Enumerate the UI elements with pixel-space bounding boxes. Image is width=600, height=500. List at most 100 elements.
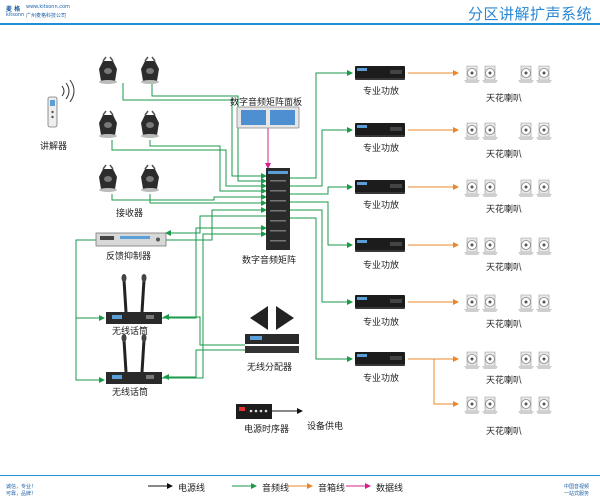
audio-line bbox=[111, 140, 267, 189]
footer-left-line1: 诚信，专业！ bbox=[6, 484, 37, 490]
feedback-suppressor-icon bbox=[95, 232, 167, 247]
speaker-icon bbox=[535, 122, 553, 141]
footer-right-line1: 中国音视频 bbox=[564, 484, 590, 490]
antenna-distributor-label: 无线分配器 bbox=[247, 363, 293, 373]
wireless-mic-label: 无线话筒 bbox=[112, 388, 149, 398]
audio-line bbox=[151, 83, 267, 184]
speaker-icon bbox=[463, 122, 481, 141]
audio-line bbox=[122, 83, 267, 179]
logo-company: 广州麦格科技公司 bbox=[26, 13, 67, 19]
company-logo: 麦 格 kitsonn www.kitsonn.com 广州麦格科技公司 bbox=[6, 4, 76, 22]
audio-line bbox=[166, 207, 267, 241]
ceiling-speaker-label: 天花喇叭 bbox=[486, 94, 523, 104]
ceiling-speaker-label: 天花喇叭 bbox=[486, 427, 523, 437]
amplifier-label: 专业功放 bbox=[363, 374, 400, 384]
speaker-icon bbox=[481, 237, 499, 256]
receiver-icon bbox=[98, 56, 118, 85]
speaker-icon bbox=[463, 179, 481, 198]
wireless-mic-icon bbox=[104, 272, 164, 326]
speaker-icon bbox=[463, 396, 481, 415]
audio-line bbox=[162, 225, 267, 319]
amplifier-label: 专业功放 bbox=[363, 87, 400, 97]
speaker-icon bbox=[517, 351, 535, 370]
speaker-icon bbox=[517, 65, 535, 84]
speaker-icon bbox=[535, 351, 553, 370]
speaker-icon bbox=[535, 396, 553, 415]
matrix-icon bbox=[266, 168, 290, 250]
ceiling-speaker-label: 天花喇叭 bbox=[486, 376, 523, 386]
footer-rule bbox=[0, 475, 600, 476]
power-sequencer-icon bbox=[236, 404, 272, 419]
receiver-icon bbox=[98, 164, 118, 193]
audio-line bbox=[163, 349, 245, 380]
audio-line bbox=[290, 201, 353, 248]
speaker-icon bbox=[481, 396, 499, 415]
speaker-icon bbox=[535, 65, 553, 84]
matrix-panel-label: 数字音频矩阵面板 bbox=[230, 98, 303, 108]
speaker-icon bbox=[517, 237, 535, 256]
speaker-icon bbox=[481, 294, 499, 313]
amplifier-label: 专业功放 bbox=[363, 201, 400, 211]
amplifier-label: 专业功放 bbox=[363, 318, 400, 328]
speaker-icon bbox=[481, 179, 499, 198]
speaker-icon bbox=[535, 179, 553, 198]
speaker-icon bbox=[517, 122, 535, 141]
logo-brand: kitsonn bbox=[6, 12, 25, 18]
speaker-icon bbox=[463, 294, 481, 313]
legend-speaker-label: 音箱线 bbox=[318, 484, 346, 494]
speaker-icon bbox=[517, 294, 535, 313]
speaker-line bbox=[433, 359, 459, 407]
ceiling-speaker-label: 天花喇叭 bbox=[486, 150, 523, 160]
speaker-icon bbox=[517, 179, 535, 198]
audio-line bbox=[165, 215, 266, 236]
matrix-label: 数字音频矩阵 bbox=[242, 256, 297, 266]
speaker-icon bbox=[535, 294, 553, 313]
amplifier-icon bbox=[354, 294, 406, 310]
amplifier-icon bbox=[354, 351, 406, 367]
audio-line bbox=[290, 70, 353, 179]
speaker-icon bbox=[463, 237, 481, 256]
audio-line bbox=[290, 209, 353, 305]
audio-line bbox=[75, 239, 105, 383]
speaker-icon bbox=[463, 351, 481, 370]
amplifier-label: 专业功放 bbox=[363, 144, 400, 154]
amplifier-icon bbox=[354, 122, 406, 138]
guide-device-label: 讲解器 bbox=[40, 142, 68, 152]
audio-line bbox=[290, 217, 353, 362]
wireless-mic-label: 无线话筒 bbox=[112, 327, 149, 337]
speaker-icon bbox=[535, 237, 553, 256]
guide-device-icon bbox=[47, 79, 75, 128]
speaker-icon bbox=[481, 351, 499, 370]
equipment-power-label: 设备供电 bbox=[307, 422, 344, 432]
receiver-icon bbox=[140, 164, 160, 193]
speaker-icon bbox=[481, 65, 499, 84]
audio-line bbox=[162, 231, 267, 379]
logo-mark: 麦 格 bbox=[6, 6, 21, 13]
amplifier-label: 专业功放 bbox=[363, 261, 400, 271]
logo-url: www.kitsonn.com bbox=[26, 4, 70, 10]
receiver-icon bbox=[140, 110, 160, 139]
receiver-label: 接收器 bbox=[116, 209, 144, 219]
footer-right-line2: 一站式服务 bbox=[564, 491, 590, 497]
speaker-icon bbox=[463, 65, 481, 84]
legend-data-label: 数据线 bbox=[376, 484, 404, 494]
amplifier-icon bbox=[354, 237, 406, 253]
ceiling-speaker-label: 天花喇叭 bbox=[486, 263, 523, 273]
amplifier-icon bbox=[354, 65, 406, 81]
speaker-icon bbox=[481, 122, 499, 141]
antenna-distributor-icon bbox=[245, 306, 299, 353]
receiver-icon bbox=[98, 110, 118, 139]
wireless-mic-icon bbox=[104, 332, 164, 386]
audio-line bbox=[163, 314, 245, 346]
speaker-icon bbox=[517, 396, 535, 415]
power-sequencer-label: 电源时序器 bbox=[244, 425, 290, 435]
audio-line bbox=[290, 184, 353, 195]
audio-line bbox=[290, 127, 353, 187]
audio-line bbox=[149, 140, 267, 194]
audio-line bbox=[111, 194, 267, 201]
page-title: 分区讲解扩声系统 bbox=[467, 5, 592, 23]
matrix-panel-icon bbox=[236, 106, 300, 129]
ceiling-speaker-label: 天花喇叭 bbox=[486, 205, 523, 215]
header-rule bbox=[0, 23, 600, 25]
